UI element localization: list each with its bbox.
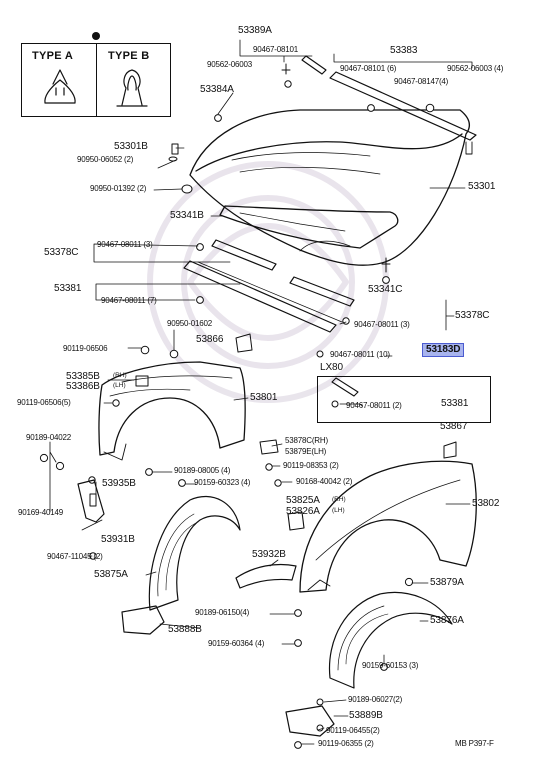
- part-label[interactable]: 90119-06506: [63, 344, 108, 353]
- type-a-label: TYPE A: [32, 50, 74, 62]
- part-label[interactable]: 53383: [390, 45, 418, 56]
- part-label[interactable]: 53381: [54, 283, 82, 294]
- part-label[interactable]: 90467-11045 (2): [47, 552, 103, 561]
- side-note: (RH): [332, 496, 346, 503]
- part-label[interactable]: 53889B: [349, 710, 383, 721]
- part-label[interactable]: 90467-08011 (3): [354, 320, 410, 329]
- part-label[interactable]: 90467-08101 (6): [340, 64, 397, 73]
- legend-divider: [96, 44, 98, 116]
- part-label[interactable]: 90159-60323 (4): [194, 478, 251, 487]
- part-label[interactable]: 53879E(LH): [285, 447, 327, 456]
- part-label[interactable]: 90119-06455(2): [326, 726, 380, 735]
- mudguard-53888b-icon: [121, 605, 165, 635]
- left-liner-icon: [148, 495, 241, 611]
- lx80-box: [317, 376, 491, 423]
- part-label[interactable]: 53867: [440, 421, 468, 432]
- mudguard-53889b-icon: [285, 705, 335, 737]
- side-note: (LH): [332, 507, 345, 514]
- hood-panel-icon: [189, 109, 471, 266]
- fender-bracket-icon: [135, 375, 149, 387]
- part-label[interactable]: 90562-06003 (4): [447, 64, 504, 73]
- part-label[interactable]: 90467-08011 (10): [330, 350, 390, 359]
- part-label[interactable]: 53301B: [114, 141, 148, 152]
- part-label[interactable]: 90950-01602: [167, 319, 212, 328]
- part-label[interactable]: 90467-08147(4): [394, 77, 449, 86]
- page-reference: MB P397-F: [455, 739, 494, 748]
- hood-moulding-icon: [329, 71, 477, 155]
- leader-lines: [49, 39, 473, 745]
- seal-strips-icon: [183, 239, 355, 333]
- part-label[interactable]: 53341C: [368, 284, 403, 295]
- part-label[interactable]: 53378C: [44, 247, 79, 258]
- part-label[interactable]: 53385B: [66, 371, 100, 382]
- cover-53932b-icon: [235, 563, 297, 589]
- part-label[interactable]: 90119-08353 (2): [283, 461, 339, 470]
- part-label[interactable]: 90950-06052 (2): [77, 155, 134, 164]
- part-label[interactable]: 90467-08101: [253, 45, 298, 54]
- lx80-seal-icon: [331, 377, 359, 397]
- part-label[interactable]: 90467-08011 (3): [97, 240, 153, 249]
- clip-type-legend: TYPE A TYPE B: [21, 43, 171, 117]
- part-label[interactable]: 90467-08011 (2): [346, 401, 402, 410]
- part-label[interactable]: 53801: [250, 392, 278, 403]
- part-label[interactable]: 53386B: [66, 381, 100, 392]
- part-label[interactable]: 53866: [196, 334, 224, 345]
- part-label[interactable]: 53878C(RH): [285, 436, 328, 445]
- part-label[interactable]: 53876A: [430, 615, 464, 626]
- bracket-53931b-icon: [77, 479, 105, 523]
- part-label[interactable]: 53826A: [286, 506, 320, 517]
- part-label[interactable]: 90950-01392 (2): [90, 184, 147, 193]
- part-label[interactable]: 53932B: [252, 549, 286, 560]
- pad-53867-icon: [443, 441, 457, 459]
- part-label[interactable]: 53931B: [101, 534, 135, 545]
- bracket-53935b-icon: [89, 493, 97, 507]
- part-label[interactable]: 53389A: [238, 25, 272, 36]
- type-b-label: TYPE B: [108, 50, 150, 62]
- part-label[interactable]: 53935B: [102, 478, 136, 489]
- part-label[interactable]: 90169-40149: [18, 508, 63, 517]
- side-note: (LH): [113, 382, 126, 389]
- clip-type-a-icon: [44, 69, 76, 104]
- right-liner-icon: [328, 591, 453, 689]
- part-label[interactable]: 53381: [441, 398, 469, 409]
- right-fender-icon: [299, 460, 477, 593]
- part-label[interactable]: 53341B: [170, 210, 204, 221]
- seal-53825a-icon: [287, 511, 305, 531]
- part-label[interactable]: 90189-06027(2): [348, 695, 403, 704]
- part-label[interactable]: 90467-08011 (7): [101, 296, 157, 305]
- part-label[interactable]: 53384A: [200, 84, 234, 95]
- watermark-seal: [147, 161, 389, 403]
- part-label[interactable]: 53802: [472, 498, 500, 509]
- clip-type-b-icon: [116, 69, 148, 107]
- part-label[interactable]: 53825A: [286, 495, 320, 506]
- part-label[interactable]: 53879A: [430, 577, 464, 588]
- pad-53866-icon: [235, 333, 253, 353]
- part-label[interactable]: 90189-06150(4): [195, 608, 250, 617]
- part-label[interactable]: 90159-60364 (4): [208, 639, 265, 648]
- highlighted-part-label[interactable]: 53183D: [422, 343, 465, 357]
- seal-53878c-icon: [259, 439, 279, 455]
- part-label[interactable]: 90159-60153 (3): [362, 661, 419, 670]
- lx80-clip-icon: [331, 400, 339, 408]
- part-label[interactable]: 90119-06355 (2): [318, 739, 374, 748]
- emblem-strip-icon: [301, 55, 327, 75]
- part-label[interactable]: 53875A: [94, 569, 128, 580]
- part-label[interactable]: 90562-06003: [207, 60, 252, 69]
- part-label[interactable]: 90189-04022: [26, 433, 71, 442]
- part-label[interactable]: 90168-40042 (2): [296, 477, 353, 486]
- lx80-label: LX80: [320, 362, 343, 373]
- part-label[interactable]: 90189-08005 (4): [174, 466, 231, 475]
- part-label[interactable]: 53378C: [455, 310, 490, 321]
- bullet-icon: [92, 32, 100, 40]
- part-label[interactable]: 53888B: [168, 624, 202, 635]
- part-label[interactable]: 53301: [468, 181, 496, 192]
- side-note: (RH): [113, 372, 127, 379]
- part-label[interactable]: 90119-06506(5): [17, 398, 71, 407]
